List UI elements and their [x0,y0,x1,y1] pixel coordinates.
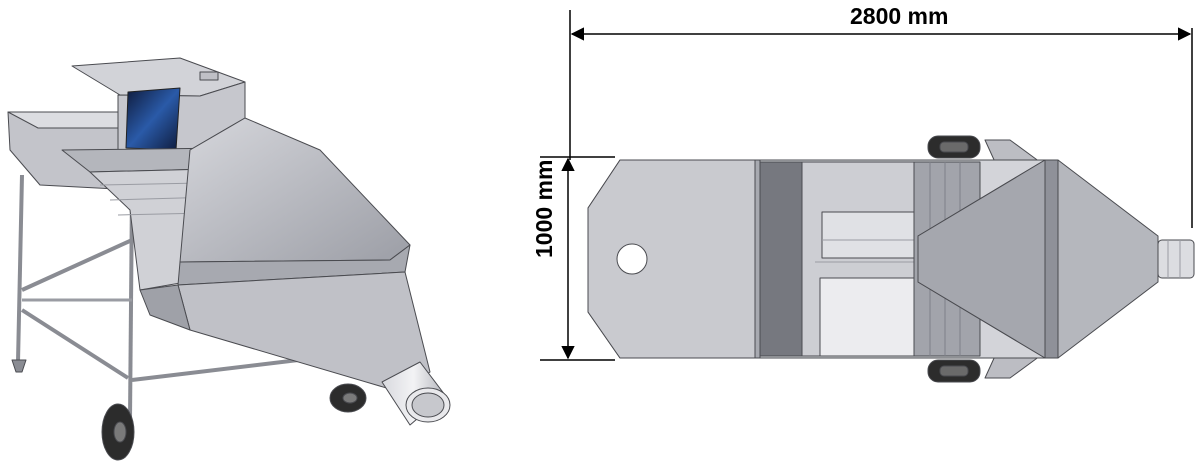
lower-funnel-side [139,284,191,331]
top-inlet-hole [616,243,648,275]
machine-perspective-view [7,57,451,461]
top-dark-band [759,161,803,357]
top-rear-plate [587,159,756,359]
length-dimension-label: 2800 mm [850,3,949,29]
top-sieve-lower [819,277,915,357]
frame-leg-left [16,174,24,363]
lid-handle [199,71,219,81]
top-sieve-upper [821,211,915,259]
length-dimension [569,10,1193,228]
top-nose-cone [1057,159,1159,359]
frame-brace-2 [20,308,130,380]
top-outlet [1157,239,1195,279]
width-dimension [540,156,615,361]
frame-leg-mid [128,189,134,421]
frame-foot [11,359,27,373]
width-dimension-label: 1000 mm [531,159,557,258]
frame-brace-1 [21,238,133,292]
